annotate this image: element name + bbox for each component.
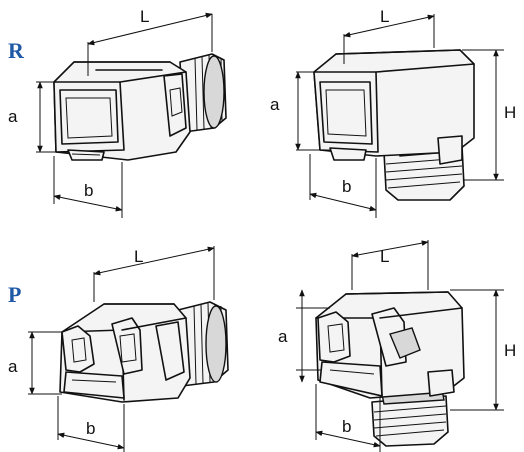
label-H-p-angled: H	[504, 341, 516, 360]
dimension-lines-p-angled	[296, 240, 504, 452]
hood-p-angled	[315, 291, 465, 447]
label-L-p-straight: L	[134, 247, 143, 266]
row-label-p: P	[8, 282, 22, 307]
label-b-r-angled: b	[342, 177, 351, 196]
label-b-p-straight: b	[86, 419, 95, 438]
label-b-r-straight: b	[84, 181, 93, 200]
label-L-p-angled: L	[380, 247, 389, 266]
label-a-r-angled: a	[270, 95, 280, 114]
label-a-p-straight: a	[8, 357, 18, 376]
hood-r-angled	[313, 49, 475, 201]
label-b-p-angled: b	[342, 417, 351, 436]
label-L-r-angled: L	[380, 7, 389, 26]
label-a-r-straight: a	[8, 107, 18, 126]
row-label-r: R	[8, 38, 24, 63]
dimension-lines-r-straight	[36, 12, 213, 218]
hood-r-straight	[53, 53, 227, 161]
dimension-lines-r-angled	[295, 14, 504, 218]
label-H-r-angled: H	[504, 103, 516, 122]
dimension-lines-p-straight	[28, 246, 215, 452]
cable-gland-r-straight	[179, 53, 227, 133]
label-L-r-straight: L	[140, 7, 149, 26]
label-a-p-angled: a	[278, 327, 288, 346]
hood-p-straight	[59, 301, 229, 403]
